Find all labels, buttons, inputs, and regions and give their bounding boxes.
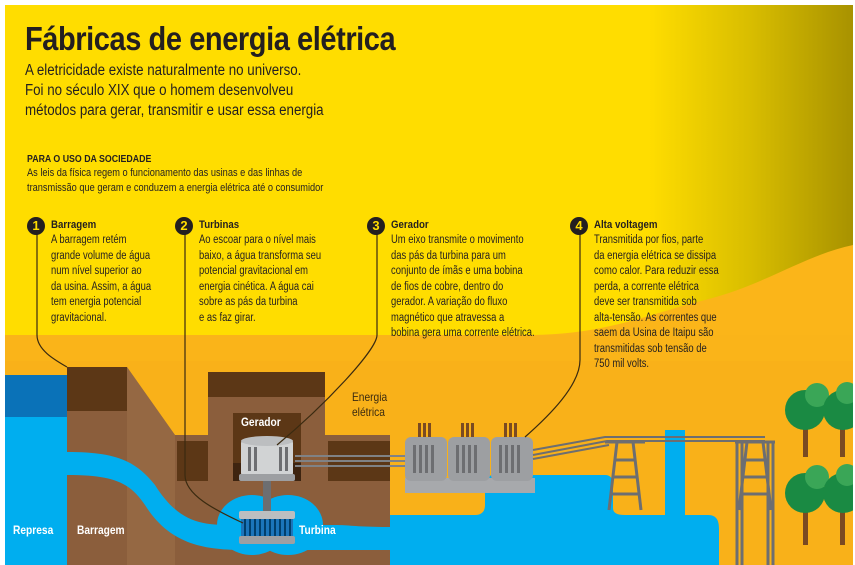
section-body-line: As leis da física regem o funcionamento … [27,167,303,179]
infographic-canvas: Fábricas de energia elétrica A eletricid… [5,5,853,565]
section-heading: PARA O USO DA SOCIEDADE [27,154,152,165]
label-represa: Represa [13,523,54,537]
label-gerador: Gerador [241,415,281,429]
trees [785,382,853,545]
step-title: Gerador [391,219,429,231]
transmission-towers [605,440,775,565]
step-text: Transmitida por fios, parte da energia e… [594,234,719,370]
label-energia-eletrica: Energia elétrica [352,390,388,419]
step-number-badge: 1 [27,217,45,235]
step-text: A barragem retém grande volume de água n… [51,234,152,324]
step-text: Ao escoar para o nível mais baixo, a águ… [199,234,322,324]
hydro-plant-illustration [5,228,853,565]
subtitle-line: Foi no século XIX que o homem desenvolve… [25,82,294,99]
river-water [390,430,719,565]
step-number-badge: 4 [570,217,588,235]
step-title: Barragem [51,219,97,231]
generator [239,436,435,513]
turbine [239,511,295,544]
label-turbina: Turbina [299,523,336,537]
section-body: As leis da física regem o funcionamento … [27,166,323,196]
page-subtitle: A eletricidade existe naturalmente no un… [25,61,324,121]
subtitle-line: A eletricidade existe naturalmente no un… [25,62,302,79]
label-barragem: Barragem [77,523,125,537]
step-number-badge: 2 [175,217,193,235]
step-text: Um eixo transmite o movimento das pás da… [391,234,535,339]
step-number-badge: 3 [367,217,385,235]
page-title: Fábricas de energia elétrica [25,20,396,57]
subtitle-line: métodos para gerar, transmitir e usar es… [25,102,324,119]
step-title: Alta voltagem [594,219,658,231]
transformers [405,423,535,493]
section-body-line: transmissão que geram e conduzem a energ… [27,182,324,194]
callout-leaders [36,228,581,524]
step-title: Turbinas [199,219,240,231]
